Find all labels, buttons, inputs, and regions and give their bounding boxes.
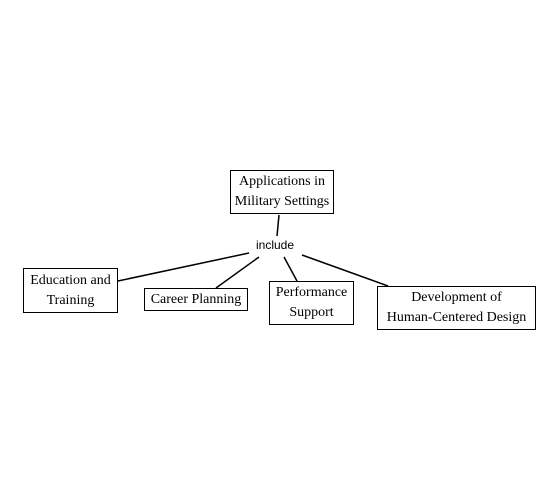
concept-label-education-and-training: Education and Training [30, 272, 111, 308]
connector-include-to-career [215, 256, 260, 289]
connector-include-to-performance [283, 256, 298, 282]
concept-box-education-and-training: Education and Training [23, 268, 118, 313]
connector-include-to-development [301, 254, 389, 287]
root-concept-label: Applications in Military Settings [234, 174, 330, 209]
concept-box-performance-support: Performance Support [269, 281, 354, 325]
concept-label-career-planning: Career Planning [150, 291, 242, 307]
connector-include-to-education [117, 252, 250, 282]
relation-label: include [252, 238, 298, 252]
concept-label-performance-support: Performance Support [275, 285, 348, 320]
concept-box-development-of-human-centered-design: Development of Human-Centered Design [377, 286, 536, 330]
root-concept-box: Applications in Military Settings [230, 170, 334, 214]
concept-label-development-of-human-centered-design: Development of Human-Centered Design [386, 290, 527, 325]
concept-box-career-planning: Career Planning [144, 288, 248, 311]
connector-root-to-include [276, 214, 280, 237]
